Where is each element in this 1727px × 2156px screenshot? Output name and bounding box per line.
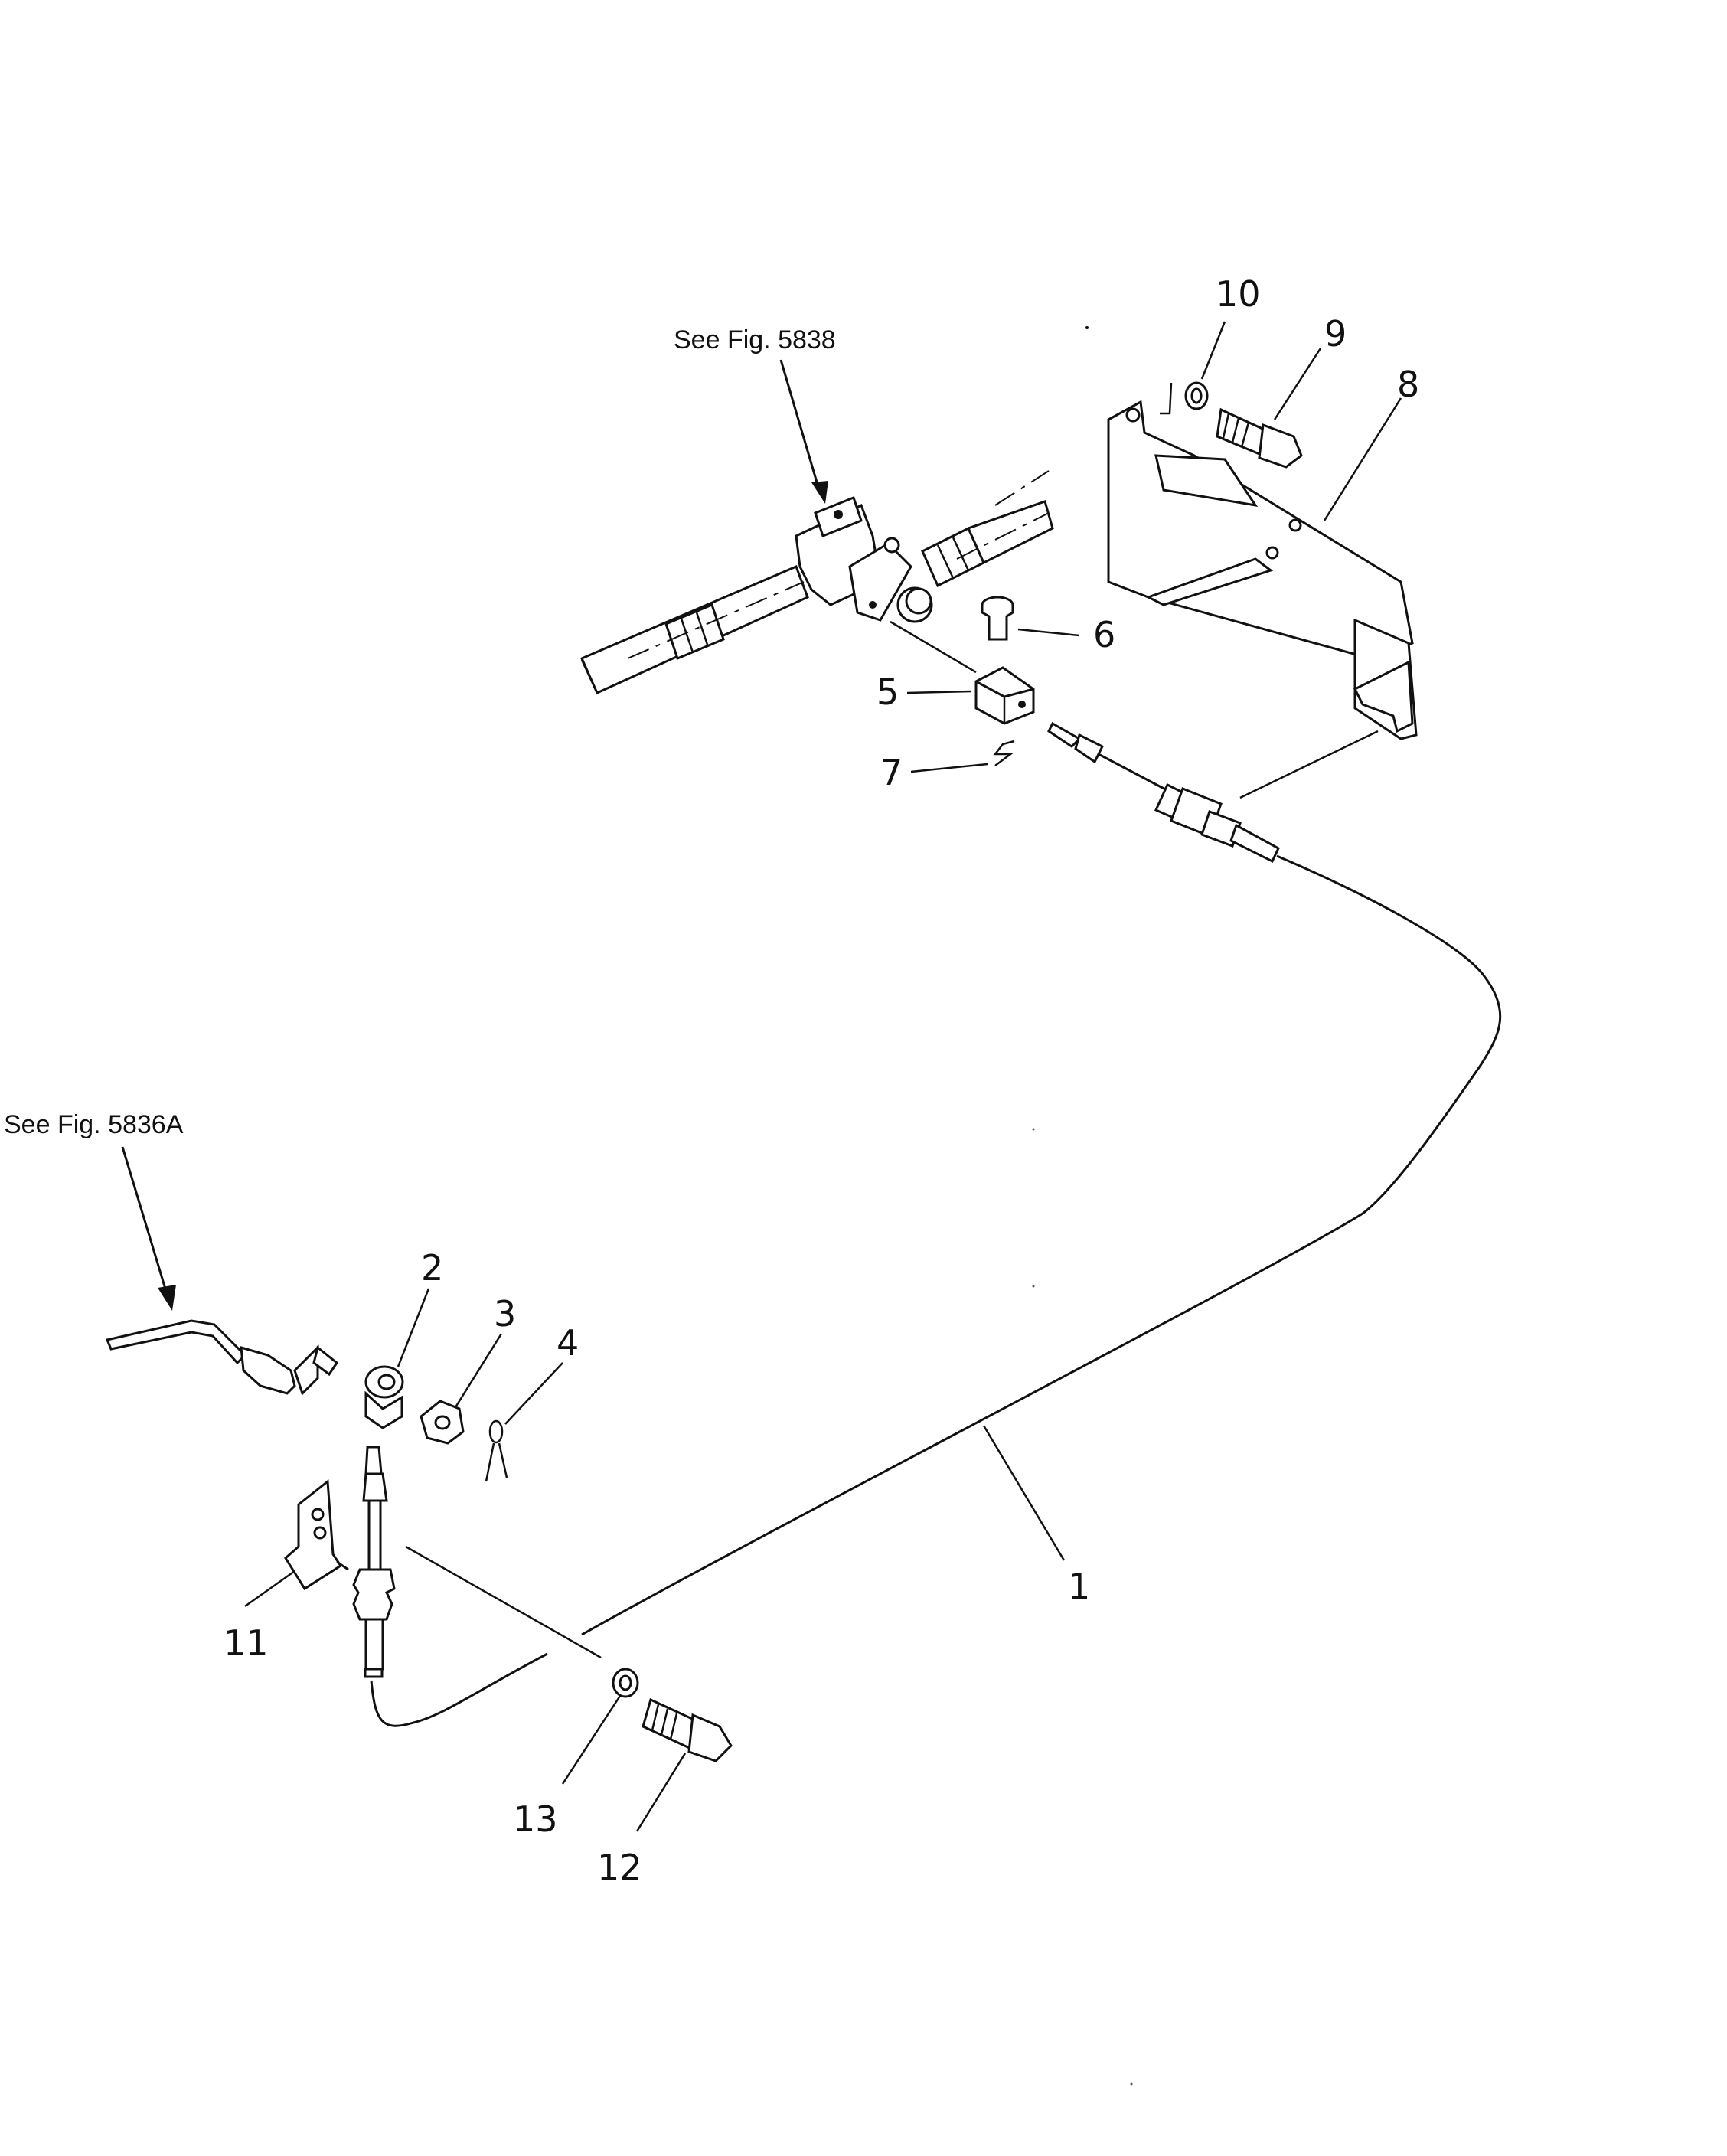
reference-top-arrow <box>779 359 828 504</box>
callout-7: 7 <box>880 752 903 793</box>
callout-3: 3 <box>494 1293 516 1334</box>
callout-12: 12 <box>597 1847 642 1888</box>
callout-9: 9 <box>1324 313 1347 354</box>
rod-end-2 <box>364 1365 404 1429</box>
cotter-pin-4 <box>485 1419 508 1482</box>
leader-lines <box>244 321 1402 1832</box>
callout-10: 10 <box>1216 273 1261 315</box>
cable-lower-end <box>352 1446 396 1678</box>
callout-13: 13 <box>513 1798 558 1840</box>
reference-left-label: See Fig. 5836A <box>4 1110 184 1139</box>
nut-3 <box>420 1400 465 1445</box>
control-cable-1 <box>581 854 1502 1636</box>
callout-2: 2 <box>421 1247 443 1289</box>
washer-10 <box>1184 381 1209 410</box>
callout-6: 6 <box>1093 614 1115 655</box>
callout-1: 1 <box>1068 1566 1090 1607</box>
callout-4: 4 <box>557 1322 579 1364</box>
bolt-9 <box>1216 407 1303 469</box>
lever <box>105 1319 339 1396</box>
shaft-assembly <box>580 470 1054 694</box>
reference-top-label: See Fig. 5838 <box>674 325 836 354</box>
bracket-8 <box>1107 400 1418 740</box>
callout-5: 5 <box>877 671 899 713</box>
pin-6 <box>981 596 1014 641</box>
clip-7 <box>993 740 1015 766</box>
bolt-12 <box>642 1697 733 1762</box>
bracket-11 <box>284 1479 349 1591</box>
callout-8: 8 <box>1397 364 1419 405</box>
callout-11: 11 <box>224 1622 269 1664</box>
reference-left-arrow <box>121 1146 176 1311</box>
cable-upper-end <box>1047 721 1280 864</box>
block-5 <box>974 666 1035 725</box>
washer-13 <box>612 1668 639 1698</box>
